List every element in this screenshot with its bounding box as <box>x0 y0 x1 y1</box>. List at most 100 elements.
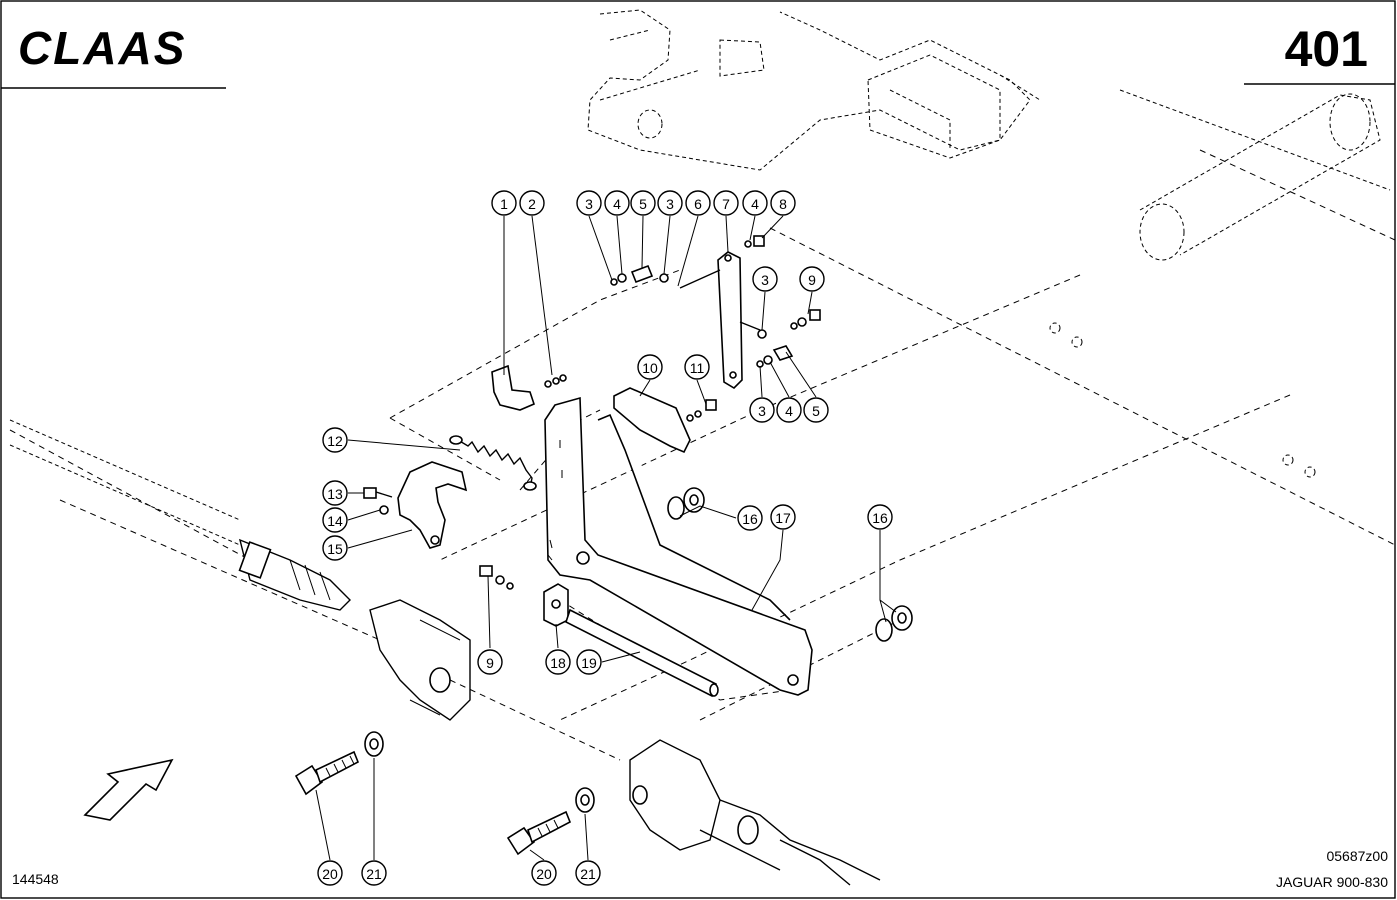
callout-circle <box>749 397 775 423</box>
callout-3: 3 <box>576 190 602 216</box>
direction-arrow-icon <box>83 758 174 821</box>
bolt-9-lower <box>479 565 514 590</box>
callout-circle <box>322 427 348 453</box>
callout-label: 7 <box>722 196 730 212</box>
callout-label: 3 <box>666 196 674 212</box>
callout-5: 5 <box>630 190 656 216</box>
callout-label: 6 <box>694 196 702 212</box>
callout-circle <box>799 266 825 292</box>
assembly-dashed-lines <box>9 149 1396 761</box>
bearing-housing-lower <box>629 739 881 886</box>
callout-18: 18 <box>545 649 571 675</box>
callout-circle <box>576 190 602 216</box>
callout-label: 4 <box>751 196 759 212</box>
callout-circle <box>803 397 829 423</box>
callout-9: 9 <box>799 266 825 292</box>
callout-circle <box>752 266 778 292</box>
callout-circle <box>737 505 763 531</box>
callout-7: 7 <box>713 190 739 216</box>
callout-label: 14 <box>327 513 343 529</box>
ghost-frame-structure <box>587 9 1391 478</box>
callout-20: 20 <box>531 860 557 886</box>
callout-14: 14 <box>322 507 348 533</box>
callout-3: 3 <box>749 397 775 423</box>
callout-circle <box>575 860 601 886</box>
page-number: 401 <box>1285 21 1368 77</box>
callout-circle <box>545 649 571 675</box>
callout-8: 8 <box>770 190 796 216</box>
callout-circle <box>867 504 893 530</box>
callout-13: 13 <box>322 480 348 506</box>
callout-label: 20 <box>536 866 552 882</box>
callout-label: 4 <box>613 196 621 212</box>
callout-4: 4 <box>742 190 768 216</box>
drawing-id: 144548 <box>12 871 59 887</box>
callout-circle <box>776 397 802 423</box>
hardware-top-right <box>744 235 821 368</box>
callout-circle <box>491 190 517 216</box>
callout-3: 3 <box>657 190 683 216</box>
callout-circle <box>657 190 683 216</box>
callout-21: 21 <box>361 860 387 886</box>
callout-20: 20 <box>317 860 343 886</box>
rod-19 <box>565 608 719 698</box>
callout-label: 1 <box>500 196 508 212</box>
callout-circle <box>322 535 348 561</box>
figure-code: 05687z00 <box>1326 848 1388 864</box>
callout-label: 9 <box>808 272 816 288</box>
bearing-housing-upper <box>369 599 471 721</box>
callout-leaders <box>315 215 897 861</box>
callout-label: 17 <box>775 510 791 526</box>
brand-logo-text: CLAAS <box>18 22 186 74</box>
callout-label: 12 <box>327 433 343 449</box>
bolt-20-right <box>506 810 572 856</box>
callout-circle <box>531 860 557 886</box>
callout-3: 3 <box>752 266 778 292</box>
callout-10: 10 <box>637 354 663 380</box>
callout-19: 19 <box>576 649 602 675</box>
callout-circle <box>361 860 387 886</box>
callout-label: 3 <box>585 196 593 212</box>
callout-label: 18 <box>550 655 566 671</box>
wedge-block-10 <box>613 387 717 454</box>
callout-label: 10 <box>642 360 658 376</box>
callout-label: 16 <box>872 510 888 526</box>
callout-label: 3 <box>758 403 766 419</box>
callout-circle <box>713 190 739 216</box>
callout-16: 16 <box>867 504 893 530</box>
callout-circle <box>770 504 796 530</box>
bolt-20-left <box>294 750 360 796</box>
callout-5: 5 <box>803 397 829 423</box>
callout-label: 2 <box>528 196 536 212</box>
callout-circle <box>477 649 503 675</box>
lever-arm-17 <box>544 396 813 696</box>
callout-label: 4 <box>785 403 793 419</box>
callout-label: 5 <box>639 196 647 212</box>
spring-12 <box>449 435 537 491</box>
callout-11: 11 <box>684 354 710 380</box>
callout-21: 21 <box>575 860 601 886</box>
callout-4: 4 <box>604 190 630 216</box>
callout-label: 3 <box>761 272 769 288</box>
callout-17: 17 <box>770 504 796 530</box>
callout-label: 9 <box>486 655 494 671</box>
callout-12: 12 <box>322 427 348 453</box>
model-name: JAGUAR 900-830 <box>1276 874 1388 890</box>
callout-circle <box>322 507 348 533</box>
callout-4: 4 <box>776 397 802 423</box>
callout-9: 9 <box>477 649 503 675</box>
block-18 <box>543 583 569 627</box>
callout-circle <box>322 480 348 506</box>
callout-16: 16 <box>737 505 763 531</box>
washer-14 <box>379 505 389 515</box>
callout-label: 8 <box>779 196 787 212</box>
drive-shaft-left <box>9 419 351 611</box>
callout-label: 11 <box>690 360 705 376</box>
callout-circle <box>630 190 656 216</box>
callout-label: 16 <box>742 511 758 527</box>
sensor-1 <box>491 364 567 411</box>
callout-circle <box>770 190 796 216</box>
